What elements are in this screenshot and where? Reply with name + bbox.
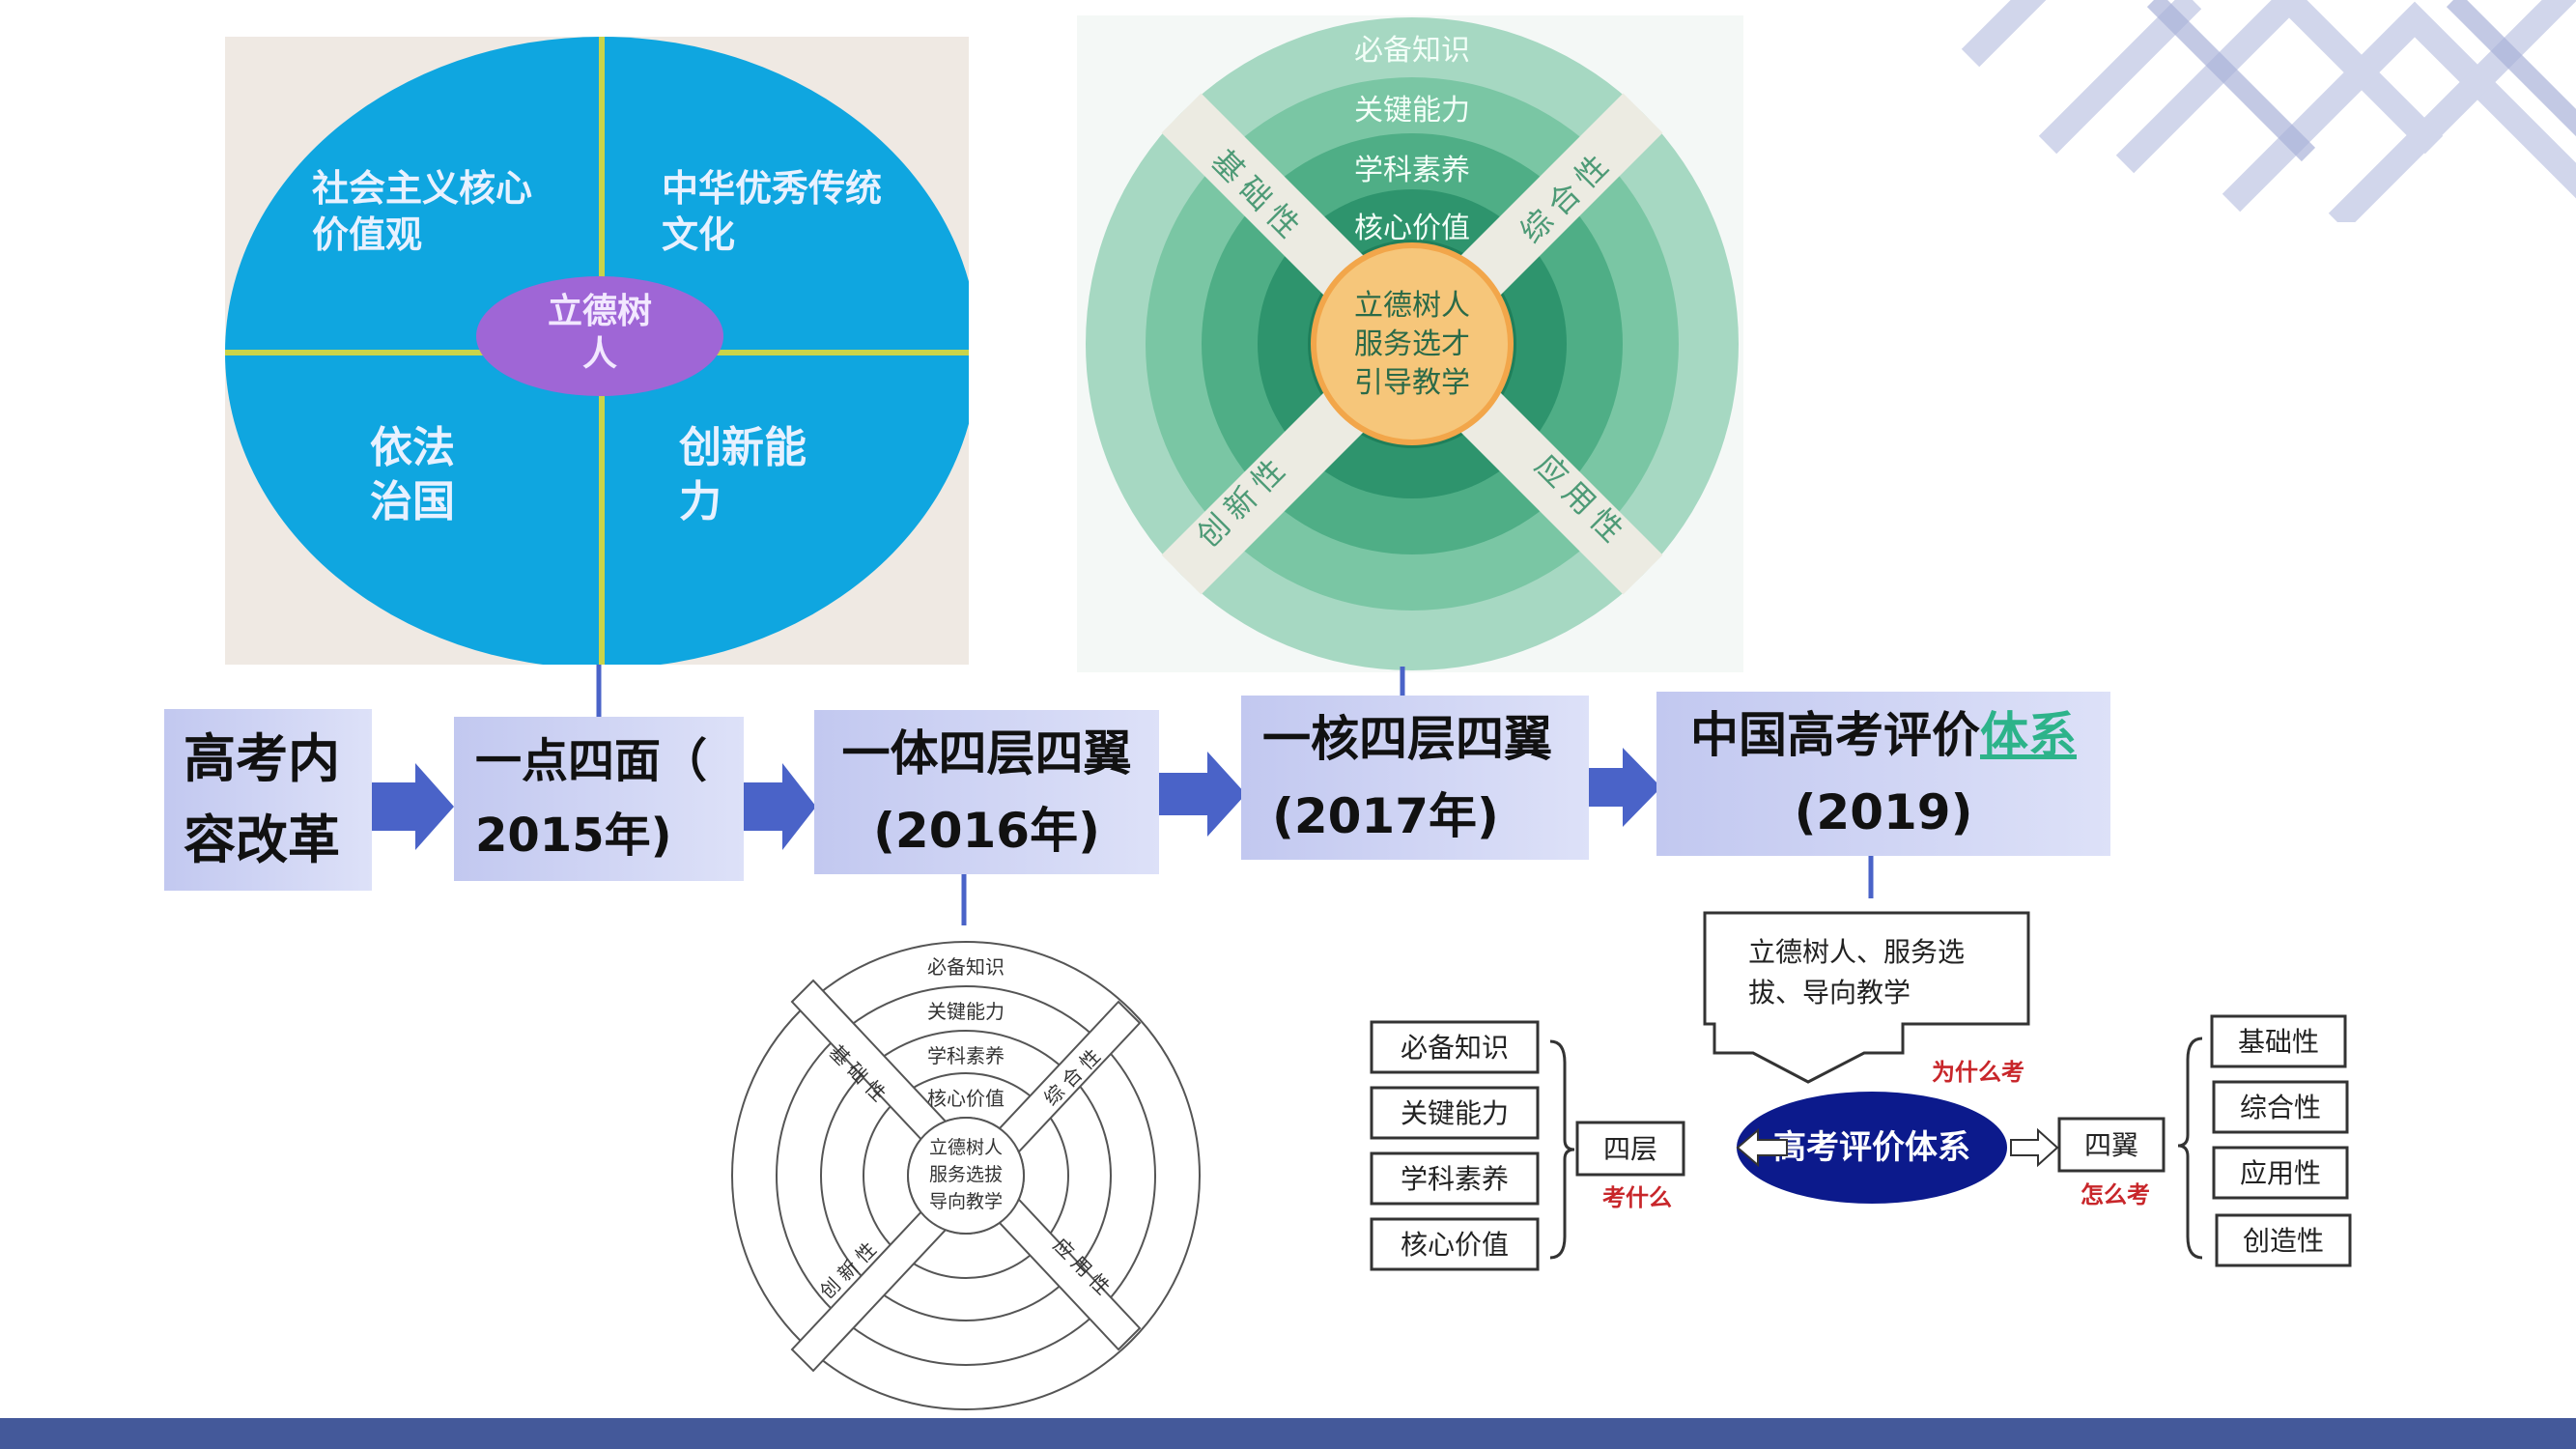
center-label-line2: 服务选拔 <box>929 1164 1003 1185</box>
center-oval <box>1737 1092 2007 1204</box>
core-label-line2: 服务选才 <box>1354 327 1470 361</box>
center-label-line1: 立德树 <box>548 292 652 331</box>
layer-label-4: 核心价值 <box>1354 212 1470 245</box>
left-group-label: 四层 <box>1603 1133 1657 1165</box>
layer-label-2: 关键能力 <box>927 1000 1005 1023</box>
center-label: 高考评价体系 <box>1773 1128 1970 1167</box>
timeline-box-exam-reform: 高考内 容改革 <box>164 709 372 891</box>
timeline-arrows <box>372 748 1661 850</box>
right-group-sub: 怎么考 <box>2081 1181 2150 1208</box>
arrow-3 <box>1154 752 1246 837</box>
timeline-box-2016: 一体四层四翼 (2016年) <box>814 710 1159 874</box>
timeline-box-1-line1: 高考内 <box>184 728 340 790</box>
timeline-box-3-line1: 一体四层四翼 <box>841 725 1132 781</box>
left-group-sub: 考什么 <box>1602 1184 1672 1211</box>
center-label-line3: 导向教学 <box>929 1191 1003 1212</box>
timeline-box-3-line2: (2016年) <box>873 803 1100 859</box>
top-box-line1: 立德树人、服务选 <box>1748 936 1965 968</box>
layer-label-3: 学科素养 <box>1354 154 1470 187</box>
timeline-box-2017: 一核四层四翼 (2017年) <box>1241 696 1589 860</box>
timeline-box-5-main: 中国高考评价 <box>1690 707 1980 763</box>
footer-bar <box>0 1418 2576 1449</box>
timeline-box-5-line1: 中国高考评价体系 <box>1690 696 2077 774</box>
timeline-box-2-line1: 一点四面（ <box>475 734 708 789</box>
right-item-4: 创造性 <box>2243 1225 2324 1257</box>
right-group-label: 四翼 <box>2084 1129 2138 1161</box>
quadrant-top-right-line1: 中华优秀传统 <box>662 167 882 210</box>
timeline-box-1-line2: 容改革 <box>184 810 340 870</box>
top-box-line2: 拔、导向教学 <box>1748 977 1911 1009</box>
quadrant-bottom-right-line2: 力 <box>679 477 722 526</box>
right-item-3: 应用性 <box>2240 1157 2321 1189</box>
center-label-line1: 立德树人 <box>929 1137 1003 1158</box>
evaluation-system-diagram: 立德树人、服务选 拔、导向教学 为什么考 高考评价体系 四层 考什么 必备知识 … <box>1370 911 2352 1271</box>
layer-label-2: 关键能力 <box>1354 94 1470 128</box>
timeline-box-5-line2: (2019) <box>1794 784 1973 840</box>
arrow-1 <box>372 763 454 850</box>
left-group-box <box>1575 1121 1685 1177</box>
timeline-box-4-line2: (2017年) <box>1272 788 1499 844</box>
layer-label-1: 必备知识 <box>1354 34 1470 68</box>
right-brace <box>2177 1037 2203 1260</box>
left-item-2: 关键能力 <box>1401 1097 1509 1129</box>
one-point-four-faces-diagram: 立德树 人 社会主义核心 价值观 中华优秀传统 文化 依法 治国 创新能 力 <box>225 37 978 668</box>
center-label-line2: 人 <box>582 334 617 374</box>
layer-label-3: 学科素养 <box>927 1044 1005 1067</box>
right-group-box <box>2057 1117 2166 1173</box>
top-box <box>1703 911 2030 1084</box>
right-item-1: 基础性 <box>2238 1026 2319 1058</box>
right-item-2: 综合性 <box>2240 1092 2321 1123</box>
decorative-stripes <box>1961 0 2576 222</box>
one-body-four-layers-diagram: 必备知识 关键能力 学科素养 核心价值 立德树人 服务选拔 导向教学 基础性 综… <box>731 941 1201 1410</box>
layer-label-4: 核心价值 <box>927 1087 1005 1110</box>
timeline-box-5-accent: 体系 <box>1980 707 2077 763</box>
why-label: 为什么考 <box>1932 1059 2024 1086</box>
right-items: 基础性 综合性 应用性 创造性 <box>2210 1014 2352 1267</box>
one-core-four-layers-diagram: 必备知识 关键能力 学科素养 核心价值 立德树人 服务选才 引导教学 基础性 综… <box>1077 15 1743 672</box>
quadrant-top-left-line2: 价值观 <box>312 213 422 256</box>
center-purple-ellipse <box>476 276 723 396</box>
timeline-box-2019: 中国高考评价体系 (2019) <box>1656 692 2110 856</box>
left-items: 必备知识 关键能力 学科素养 核心价值 <box>1370 1020 1540 1271</box>
timeline-box-4-line1: 一核四层四翼 <box>1262 711 1552 767</box>
core-label-line1: 立德树人 <box>1354 289 1470 323</box>
left-item-4: 核心价值 <box>1401 1229 1509 1261</box>
quadrant-top-left-line1: 社会主义核心 <box>312 167 532 210</box>
arrow-2 <box>744 763 816 850</box>
left-item-3: 学科素养 <box>1401 1163 1509 1195</box>
quadrant-top-right-line2: 文化 <box>662 213 735 256</box>
core-label-line3: 引导教学 <box>1354 366 1470 400</box>
core-circle <box>1311 242 1514 445</box>
right-hollow-arrow <box>2010 1127 2059 1168</box>
timeline-box-2-line2: 2015年) <box>475 809 672 863</box>
layer-label-1: 必备知识 <box>927 955 1005 979</box>
left-hollow-arrow <box>1736 1127 1788 1168</box>
left-brace <box>1549 1039 1575 1260</box>
quadrant-bottom-left-line1: 依法 <box>370 423 455 472</box>
arrow-4 <box>1587 748 1661 827</box>
quadrant-bottom-left-line2: 治国 <box>370 477 455 526</box>
quadrant-bottom-right-line1: 创新能 <box>679 423 807 472</box>
left-item-1: 必备知识 <box>1401 1032 1509 1064</box>
timeline-box-2015: 一点四面（ 2015年) <box>454 717 744 881</box>
